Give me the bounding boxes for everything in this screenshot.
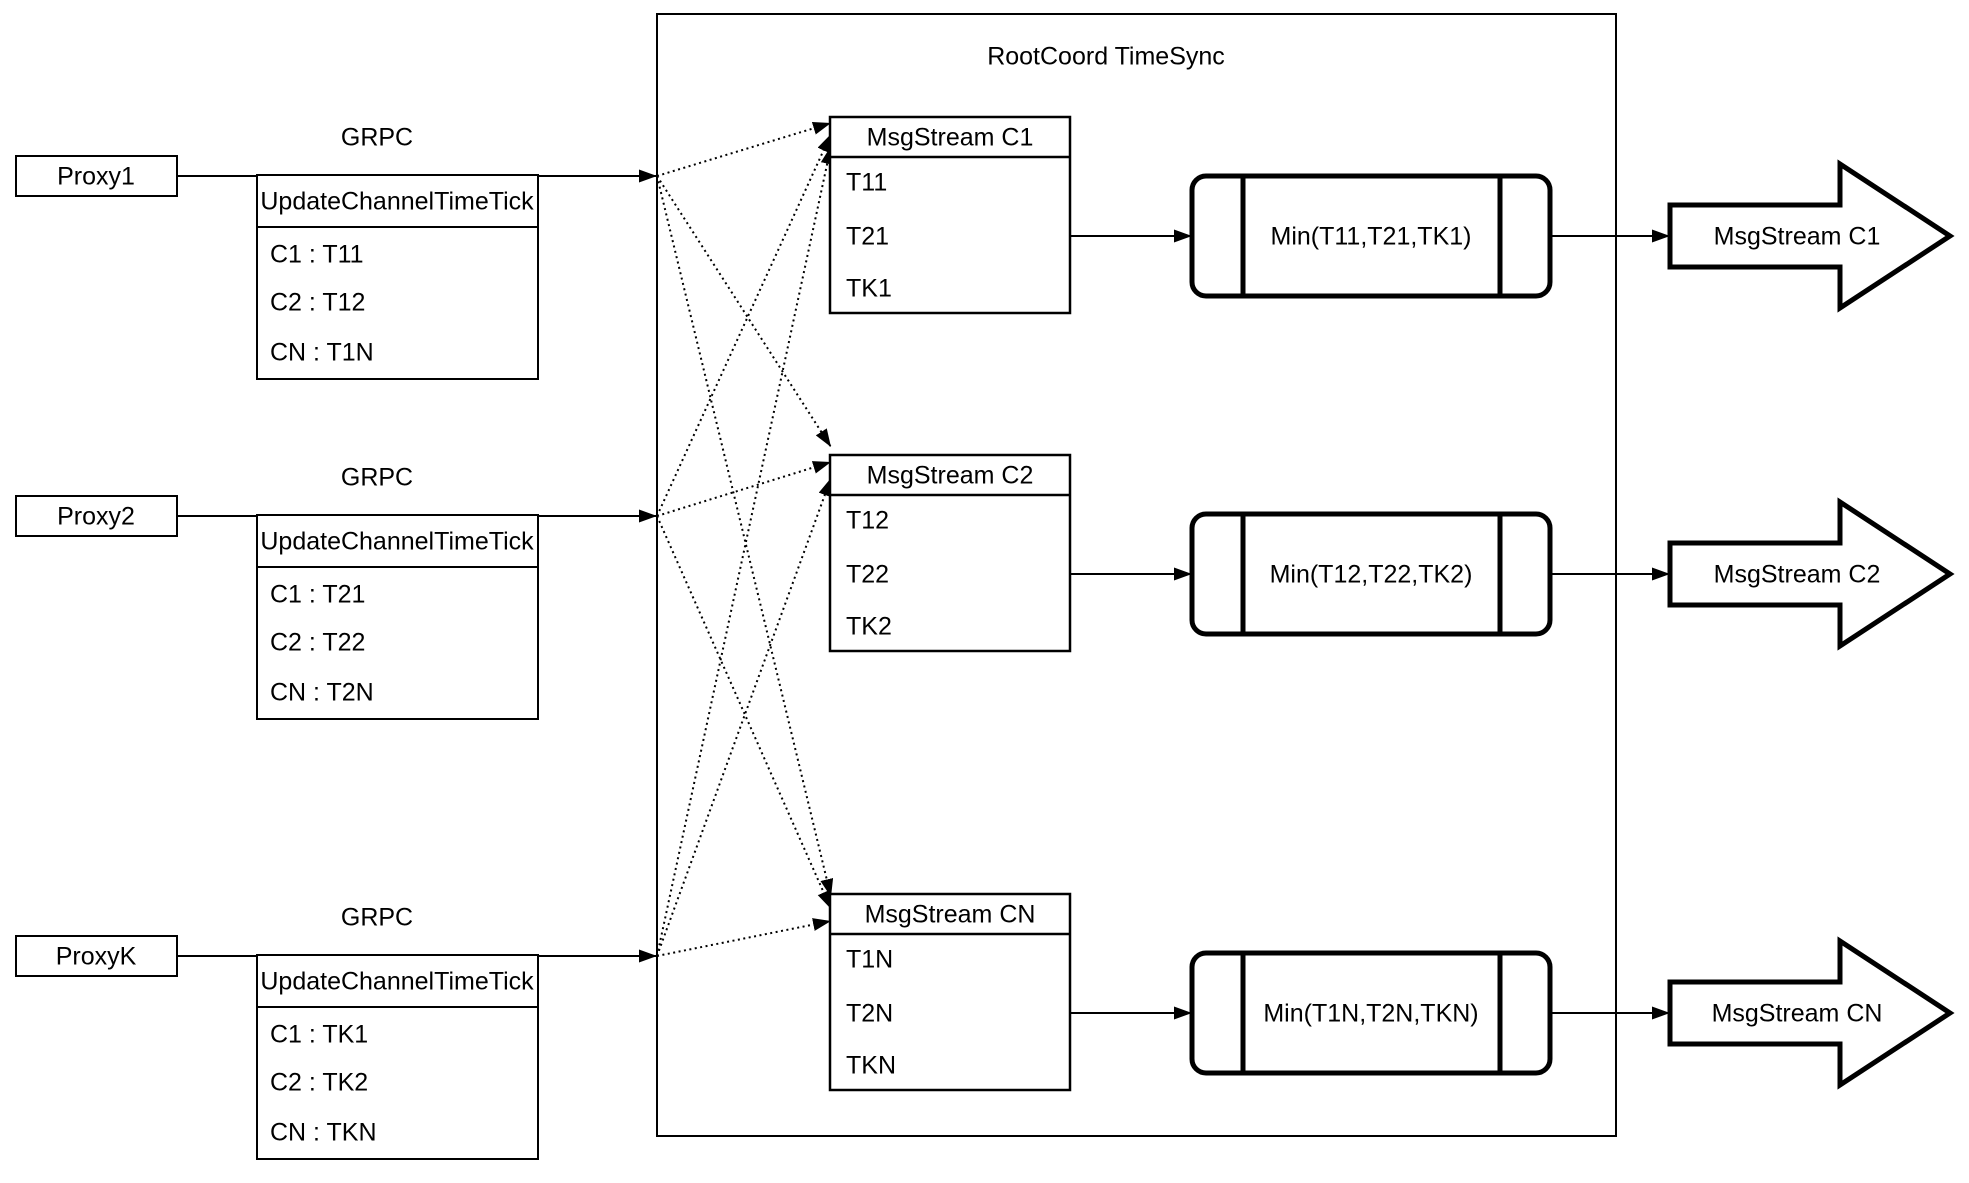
timetick-row: C1 : T11 xyxy=(270,240,364,269)
tick-value: TK2 xyxy=(846,612,892,641)
proxy-label: Proxy2 xyxy=(57,502,135,531)
min-label: Min(T1N,T2N,TKN) xyxy=(1263,999,1479,1028)
tick-value: T11 xyxy=(846,168,888,197)
fanout-dotted-arrows xyxy=(656,122,834,957)
msgstream-table-header: MsgStream C2 xyxy=(866,461,1034,490)
timetick-table-header: UpdateChannelTimeTick xyxy=(260,187,534,216)
proxy-box xyxy=(15,155,178,197)
tick-value: TK1 xyxy=(846,274,892,303)
min-label: Min(T11,T21,TK1) xyxy=(1270,222,1472,251)
out-arrow-label: MsgStream CN xyxy=(1711,999,1883,1028)
out-arrow-label: MsgStream C1 xyxy=(1713,222,1881,251)
timetick-row: C1 : TK1 xyxy=(270,1020,369,1049)
msgstream-table-header: MsgStream C1 xyxy=(866,123,1034,152)
timetick-table xyxy=(256,954,539,1160)
tick-value: TKN xyxy=(846,1051,896,1080)
grpc-label: GRPC xyxy=(340,903,414,932)
grpc-label: GRPC xyxy=(340,123,414,152)
timetick-table-header: UpdateChannelTimeTick xyxy=(260,967,534,996)
tick-value: T2N xyxy=(846,999,894,1028)
min-label: Min(T12,T22,TK2) xyxy=(1269,560,1473,589)
proxy1-row-shapes xyxy=(15,115,1955,380)
timetick-table-header: UpdateChannelTimeTick xyxy=(260,527,534,556)
proxy2-row-shapes xyxy=(15,453,1955,720)
proxy-box xyxy=(15,935,178,977)
tick-value: T12 xyxy=(846,506,890,535)
msgstream-table-header: MsgStream CN xyxy=(864,900,1036,929)
timetick-row: CN : T2N xyxy=(270,678,374,707)
timetick-row: CN : T1N xyxy=(270,338,374,367)
out-block-arrow xyxy=(1667,497,1955,651)
timetick-row: CN : TKN xyxy=(270,1118,377,1147)
timetick-row: C2 : T12 xyxy=(270,288,366,317)
tick-value: T1N xyxy=(846,945,894,974)
proxyk-row-shapes xyxy=(15,892,1955,1160)
timetick-row: C2 : TK2 xyxy=(270,1068,369,1097)
proxy-label: Proxy1 xyxy=(57,162,135,191)
msgstream-table xyxy=(828,453,1072,653)
msgstream-table xyxy=(828,115,1072,315)
timetick-table xyxy=(256,514,539,720)
timetick-row: C1 : T21 xyxy=(270,580,366,609)
timetick-row: C2 : T22 xyxy=(270,628,366,657)
tick-value: T22 xyxy=(846,560,890,589)
msgstream-table xyxy=(828,892,1072,1092)
out-arrow-label: MsgStream C2 xyxy=(1713,560,1881,589)
diagram-title: RootCoord TimeSync xyxy=(987,42,1225,71)
timetick-table xyxy=(256,174,539,380)
tick-value: T21 xyxy=(846,222,890,251)
proxy-label: ProxyK xyxy=(55,942,137,971)
grpc-label: GRPC xyxy=(340,463,414,492)
out-block-arrow xyxy=(1667,159,1955,313)
out-block-arrow xyxy=(1667,936,1955,1090)
proxy-box xyxy=(15,495,178,537)
